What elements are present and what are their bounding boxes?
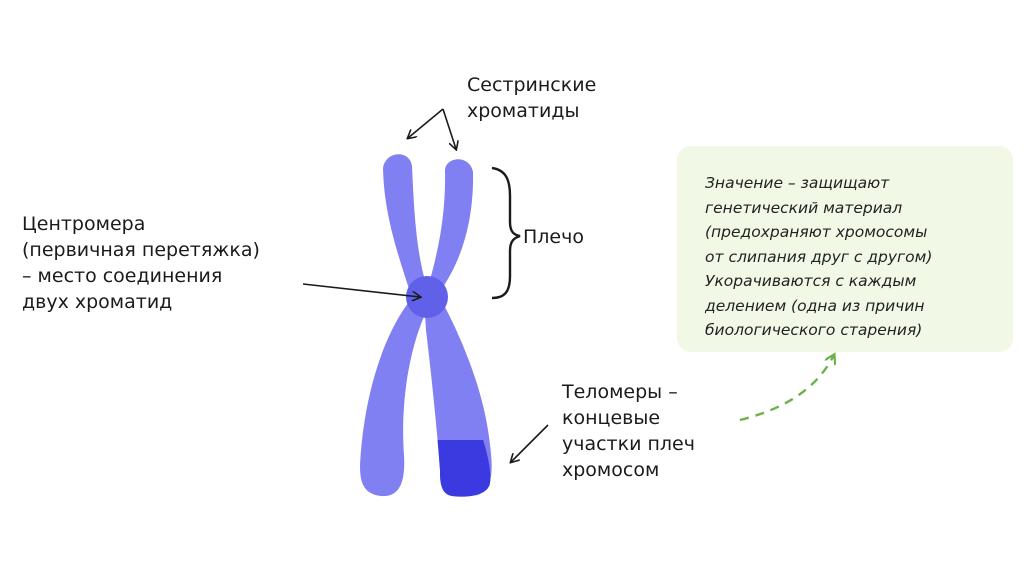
info-line: от слипания друг с другом): [705, 247, 933, 266]
sister-chromatids-line: Сестринские: [467, 74, 597, 96]
info-line: генетический материал: [705, 198, 903, 217]
info-box: Значение – защищают генетический материа…: [677, 146, 1013, 352]
arm-bracket: [491, 166, 521, 300]
telomeres-line: участки плеч: [562, 433, 695, 455]
centromere-label: Центромера (первичная перетяжка) – место…: [22, 211, 260, 315]
info-line: (предохраняют хромосомы: [705, 223, 928, 241]
telomere-region: [436, 440, 491, 497]
sister-chromatids-line: хроматиды: [467, 100, 580, 122]
info-line: биологического старения): [705, 321, 923, 339]
arm-text: Плечо: [523, 226, 584, 248]
dashed-arrow: [739, 355, 834, 422]
telomeres-label: Теломеры – концевые участки плеч хромосо…: [562, 379, 695, 483]
telomere-arrow: [511, 424, 549, 462]
telomeres-line: концевые: [562, 407, 661, 429]
left-chromatid: [360, 154, 432, 497]
sister-arrow-left: [408, 108, 444, 138]
telomeres-line: Теломеры –: [562, 381, 678, 403]
telomeres-line: хромосом: [562, 459, 660, 481]
centromere: [406, 276, 448, 318]
arm-label: Плечо: [523, 224, 584, 250]
centromere-line: (первичная перетяжка): [22, 239, 260, 261]
sister-chromatids-label: Сестринские хроматиды: [467, 72, 596, 124]
info-line: делением (одна из причин: [705, 296, 925, 315]
info-text: Значение – защищают генетический материа…: [705, 171, 932, 343]
centromere-arrow: [302, 283, 420, 297]
centromere-line: – место соединения: [22, 265, 223, 287]
centromere-line: Центромера: [22, 213, 146, 235]
info-line: Значение – защищают: [705, 174, 890, 192]
sister-arrow-right: [442, 108, 456, 149]
info-line: Укорачиваются с каждым: [705, 272, 917, 290]
centromere-line: двух хроматид: [22, 291, 173, 313]
